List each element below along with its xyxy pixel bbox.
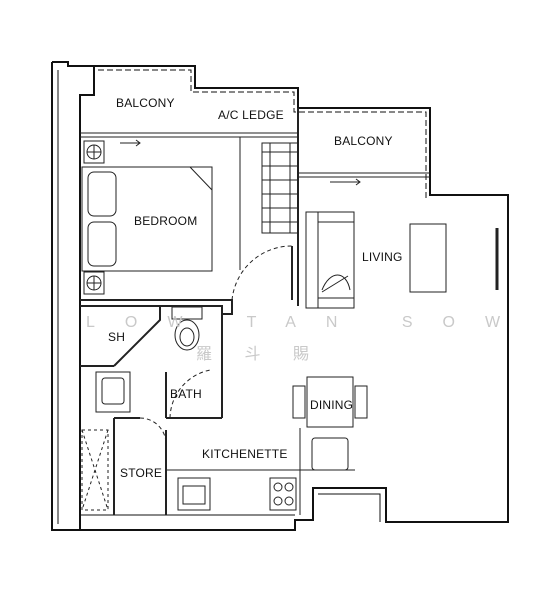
sliding-door-marks <box>120 139 361 186</box>
kitchen-fixtures <box>177 437 349 511</box>
dining-label: DINING <box>310 398 354 412</box>
exterior-walls <box>51 61 509 531</box>
toilet <box>171 306 203 351</box>
ac-ledge-label: A/C LEDGE <box>218 108 284 122</box>
sofa <box>305 211 355 309</box>
store-label: STORE <box>120 466 163 480</box>
ac-ledge-grille <box>261 142 299 234</box>
balcony-label: BALCONY <box>116 96 175 110</box>
bath-label: BATH <box>170 387 202 401</box>
door-leaves <box>165 246 293 418</box>
tv-console <box>409 223 447 293</box>
sh-label: SH <box>108 330 126 344</box>
balcony-2-label: BALCONY <box>334 134 393 148</box>
bed <box>81 166 213 272</box>
bedroom-label: BEDROOM <box>134 214 198 228</box>
door-swings <box>139 245 293 445</box>
interior-walls <box>80 108 430 515</box>
basin <box>95 371 131 413</box>
nightstands <box>83 140 105 295</box>
kitchenette-label: KITCHENETTE <box>202 447 288 461</box>
living-label: LIVING <box>362 250 403 264</box>
store-shaft <box>81 429 109 511</box>
dining-set <box>292 376 368 428</box>
